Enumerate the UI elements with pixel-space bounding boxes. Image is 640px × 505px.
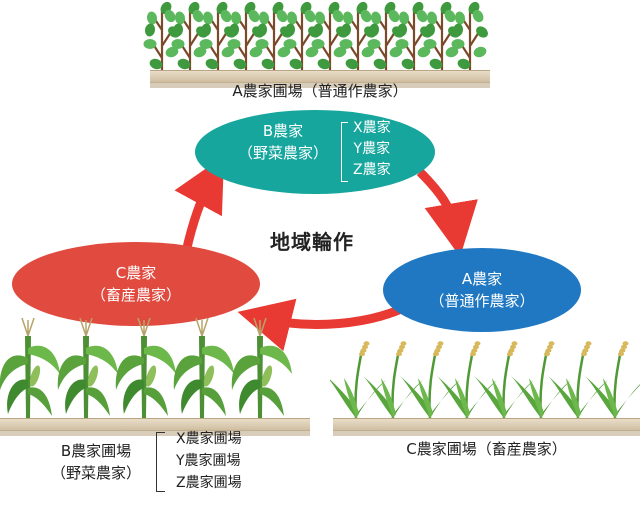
node-a-name: A農家 bbox=[461, 270, 503, 288]
soybean-plant bbox=[171, 1, 208, 74]
field-b-member-z: Z農家圃場 bbox=[176, 475, 242, 491]
field-b-members: X農家圃場 Y農家圃場 Z農家圃場 bbox=[176, 428, 242, 494]
corn-plant bbox=[57, 318, 118, 418]
node-b-member-y: Y農家 bbox=[353, 141, 391, 157]
field-b-member-x: X農家圃場 bbox=[176, 431, 242, 447]
corn-plant bbox=[231, 318, 292, 418]
field-a-caption: A農家圃場（普通作農家） bbox=[232, 82, 408, 100]
soybean-plant bbox=[255, 1, 292, 74]
corn-plant bbox=[115, 318, 176, 418]
field-b-ground-shadow bbox=[0, 430, 310, 436]
grain-plant bbox=[511, 341, 571, 419]
soybean-plant bbox=[423, 1, 460, 74]
soybean-crop-illustration bbox=[143, 1, 488, 74]
grain-plant bbox=[585, 341, 640, 419]
node-a-crop-farmer: A農家 （普通作農家） bbox=[383, 248, 581, 332]
soybean-plant bbox=[199, 1, 236, 74]
corn-plant bbox=[173, 318, 234, 418]
arrow-a-to-c bbox=[237, 298, 413, 352]
field-a-ground-shadow bbox=[150, 82, 490, 88]
soybean-plant bbox=[283, 1, 320, 74]
grain-plant bbox=[400, 341, 460, 419]
node-c-name: C農家 bbox=[115, 264, 157, 282]
field-c-caption: C農家圃場（畜産農家） bbox=[406, 440, 567, 458]
node-b-vegetable-farmer: B農家 （野菜農家） X農家 Y農家 Z農家 bbox=[195, 110, 435, 194]
field-c-ground bbox=[333, 418, 640, 431]
field-a-ground bbox=[150, 70, 490, 83]
cycle-label: 地域輪作 bbox=[270, 230, 354, 254]
soybean-plant bbox=[339, 1, 376, 74]
node-c-type: （畜産農家） bbox=[90, 286, 181, 304]
field-b-bracket bbox=[156, 432, 165, 492]
grain-plant bbox=[474, 341, 534, 419]
grain-plant bbox=[548, 341, 608, 419]
node-a-type: （普通作農家） bbox=[429, 292, 535, 310]
arrow-c-to-b bbox=[174, 155, 225, 253]
soybean-plant bbox=[395, 1, 432, 74]
field-c-ground-shadow bbox=[333, 430, 640, 436]
field-b-member-y: Y農家圃場 bbox=[176, 453, 241, 469]
grain-plant bbox=[437, 341, 497, 419]
grain-plant bbox=[363, 341, 423, 419]
soybean-plant bbox=[367, 1, 404, 74]
grain-plant bbox=[330, 341, 386, 419]
soybean-plant bbox=[451, 1, 488, 74]
grain-crop-illustration bbox=[330, 341, 640, 419]
soybean-plant bbox=[227, 1, 264, 74]
node-b-member-z: Z農家 bbox=[353, 162, 391, 178]
field-b-caption-line2: （野菜農家） bbox=[50, 464, 141, 482]
node-b-bracket bbox=[341, 122, 348, 182]
arrow-b-to-a bbox=[416, 168, 478, 257]
node-b-member-x: X農家 bbox=[353, 120, 391, 136]
corn-crop-illustration bbox=[0, 318, 292, 418]
node-c-livestock-farmer: C農家 （畜産農家） bbox=[12, 242, 260, 326]
node-b-type: （野菜農家） bbox=[237, 144, 328, 162]
field-b-caption: B農家圃場 （野菜農家） bbox=[36, 440, 156, 484]
corn-plant bbox=[0, 318, 60, 418]
field-b-caption-line1: B農家圃場 bbox=[60, 442, 132, 460]
node-b-members: X農家 Y農家 Z農家 bbox=[353, 118, 391, 181]
node-b-name: B農家 bbox=[262, 122, 304, 140]
field-b-ground bbox=[0, 418, 310, 431]
